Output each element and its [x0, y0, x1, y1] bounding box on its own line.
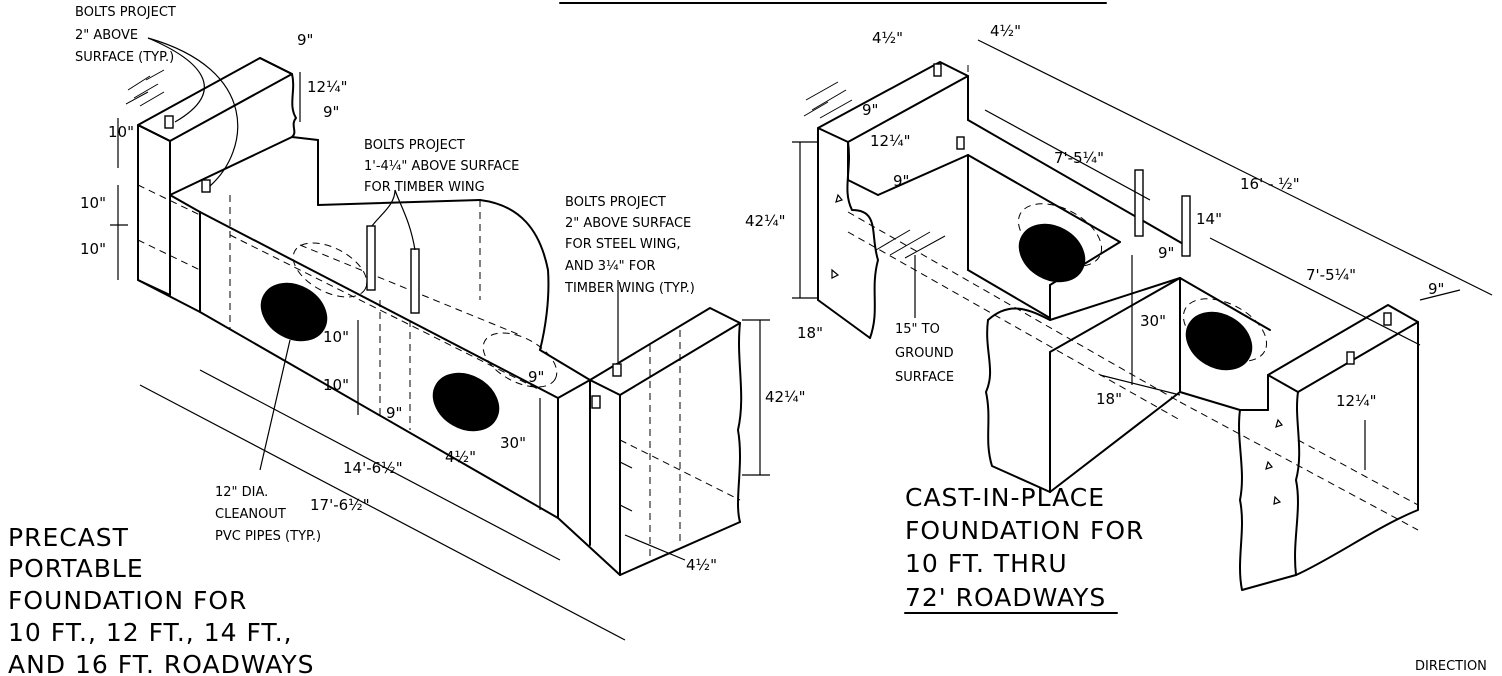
dim-label: 9" — [893, 172, 909, 190]
dim-label: 10" — [80, 240, 106, 258]
dim-label: 9" — [386, 404, 402, 422]
precast-note-pipes-3: PVC PIPES (TYP.) — [215, 529, 321, 544]
dim-label: 12¼" — [307, 78, 348, 96]
dim-label: 42¼" — [745, 212, 786, 230]
precast-note-pipes-1: 12" DIA. — [215, 485, 268, 500]
cip-title-line-2: FOUNDATION FOR — [905, 516, 1144, 545]
precast-title-line-2: PORTABLE — [8, 554, 144, 583]
precast-note-timber-1: BOLTS PROJECT — [364, 138, 465, 153]
dim-label: 42¼" — [765, 388, 806, 406]
precast-title-line-1: PRECAST — [8, 523, 129, 552]
dim-label: 9" — [297, 31, 313, 49]
cip-title-line-3: 10 FT. THRU — [905, 549, 1068, 578]
precast-foundation-figure — [110, 37, 770, 641]
cip-foundation-figure — [792, 39, 1493, 591]
dim-label: 9" — [862, 101, 878, 119]
precast-note-steel-4: AND 3¼" FOR — [565, 259, 656, 274]
precast-note-steel-1: BOLTS PROJECT — [565, 195, 666, 210]
dim-label: 10" — [80, 194, 106, 212]
precast-note-steel-5: TIMBER WING (TYP.) — [564, 281, 695, 296]
dim-label: 10" — [323, 328, 349, 346]
dim-label: 4½" — [990, 22, 1021, 40]
dim-label: 10" — [108, 123, 134, 141]
dim-label: 9" — [1428, 280, 1444, 298]
precast-note-bolts-top-3: SURFACE (TYP.) — [75, 50, 174, 65]
dim-label: 10" — [323, 376, 349, 394]
dim-label: 4½" — [872, 29, 903, 47]
dim-label: 30" — [500, 434, 526, 452]
pipe-hole — [1018, 223, 1086, 283]
dim-label: 4½" — [445, 448, 476, 466]
precast-note-timber-2: 1'-4¼" ABOVE SURFACE — [364, 159, 519, 174]
dim-label: 12¼" — [1336, 392, 1377, 410]
precast-note-timber-3: FOR TIMBER WING — [364, 180, 485, 195]
cip-title-line-4: 72' ROADWAYS — [905, 583, 1106, 612]
pvc-pipe-hole — [432, 372, 500, 432]
precast-title-line-3: FOUNDATION FOR — [8, 586, 247, 615]
precast-note-bolts-top-2: 2" ABOVE — [75, 28, 138, 43]
dim-label: 18" — [797, 324, 823, 342]
pvc-pipe-hole — [260, 282, 328, 342]
precast-note-steel-3: FOR STEEL WING, — [565, 237, 681, 252]
dim-label: 12¼" — [870, 132, 911, 150]
direction-label: DIRECTION — [1415, 659, 1487, 674]
pipe-hole — [1185, 311, 1253, 371]
precast-note-steel-2: 2" ABOVE SURFACE — [565, 216, 691, 231]
dim-label: 14'-6½" — [343, 459, 403, 477]
cip-note-ground-3: SURFACE — [895, 370, 954, 385]
dim-label: 7'-5¼" — [1306, 266, 1356, 284]
cip-note-ground-2: GROUND — [895, 346, 954, 361]
dim-label: 4½" — [686, 556, 717, 574]
dim-label: 14" — [1196, 210, 1222, 228]
dim-label: 9" — [323, 103, 339, 121]
dim-label: 9" — [1158, 244, 1174, 262]
dim-label: 30" — [1140, 312, 1166, 330]
cip-note-ground-1: 15" TO — [895, 322, 940, 337]
precast-title-line-4: 10 FT., 12 FT., 14 FT., — [8, 618, 293, 647]
dim-label: 17'-6½" — [310, 496, 370, 514]
dim-label: 16' - ½" — [1240, 175, 1300, 193]
dim-label: 18" — [1096, 390, 1122, 408]
precast-note-pipes-2: CLEANOUT — [215, 507, 286, 522]
precast-title-line-5: AND 16 FT. ROADWAYS — [8, 650, 315, 676]
precast-note-bolts-top-1: BOLTS PROJECT — [75, 5, 176, 20]
dim-label: 9" — [528, 368, 544, 386]
cip-title-line-1: CAST-IN-PLACE — [905, 483, 1105, 512]
dim-label: 7'-5¼" — [1054, 149, 1104, 167]
